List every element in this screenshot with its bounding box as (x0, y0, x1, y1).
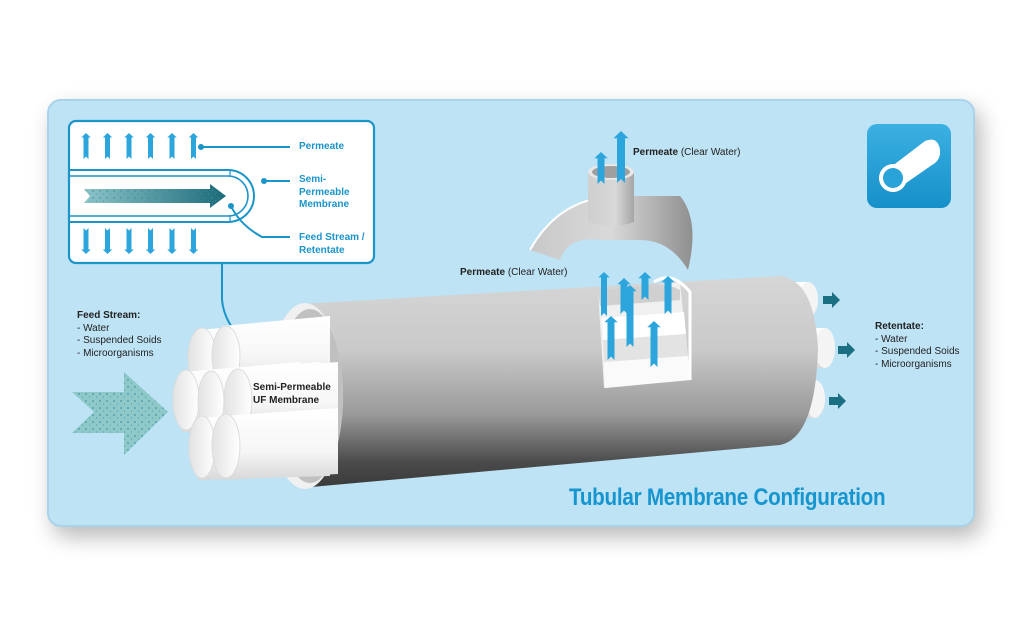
inset-box (67, 119, 376, 346)
permeate-arrow (598, 272, 610, 316)
inset-permeate-arrows (81, 133, 199, 159)
feed-stream-item: - Microorganisms (77, 347, 154, 359)
retentate-arrow (829, 393, 846, 409)
permeate-up-arrow (145, 133, 156, 159)
permeate-arrow (647, 321, 661, 367)
retentate-flow-arrows (823, 292, 855, 409)
inset-retentate-arrows (81, 228, 199, 254)
permeate-arrow (604, 316, 618, 360)
permeate-mid-bold: Permeate (460, 267, 506, 278)
retentate-item: - Microorganisms (875, 358, 952, 370)
retentate-down-arrow (167, 228, 177, 254)
inset-feed-arrow (84, 184, 226, 208)
inset-feed-label-line1: Feed Stream / (299, 232, 365, 243)
inset-membrane-label-line1: Semi- (299, 174, 327, 185)
inset-feed-label-line2: Retentate (299, 244, 345, 256)
retentate-down-arrow (145, 228, 156, 254)
membrane-label-line1: Semi-Permeable (253, 382, 331, 393)
retentate-label: Retentate: - Water- Suspended Soids- Mic… (875, 321, 960, 371)
permeate-arrow (594, 152, 608, 184)
feed-stream-item: - Suspended Soids (77, 335, 162, 346)
retentate-arrow (838, 342, 855, 358)
permeate-collector (529, 164, 693, 270)
inset-feed-label: Feed Stream / Retentate (299, 232, 365, 257)
retentate-down-arrow (188, 228, 199, 254)
permeate-up-arrow (167, 133, 177, 159)
permeate-arrow (661, 276, 675, 314)
membrane-label-line2: UF Membrane (253, 394, 320, 406)
permeate-arrow (617, 278, 631, 314)
permeate-flow-arrows (594, 131, 675, 367)
permeate-top-paren: (Clear Water) (680, 147, 741, 158)
retentate-item: - Water (875, 333, 908, 345)
permeate-arrow (613, 131, 629, 183)
diagram-title: Tubular Membrane Configuration (569, 484, 886, 511)
inset-membrane-label: Semi- Permeable Membrane (299, 174, 350, 212)
permeate-up-arrow (124, 133, 134, 159)
inset-membrane-label-line2: Permeable (299, 186, 350, 198)
feed-stream-heading: Feed Stream: (77, 310, 141, 321)
retentate-down-arrow (124, 228, 134, 254)
retentate-down-arrow (81, 228, 91, 254)
membrane-tube-bundle (172, 316, 338, 480)
tube-icon (867, 124, 951, 208)
permeate-top-label: Permeate (Clear Water) (633, 147, 740, 160)
retentate-heading: Retentate: (875, 321, 924, 332)
inset-permeate-label: Permeate (299, 141, 345, 152)
retentate-down-arrow (102, 228, 113, 254)
permeate-mid-paren: (Clear Water) (507, 267, 568, 278)
retentate-item: - Suspended Soids (875, 346, 960, 357)
permeate-up-arrow (188, 133, 199, 159)
feed-stream-item: - Water (77, 322, 110, 334)
inset-membrane-label-line3: Membrane (299, 199, 350, 210)
retentate-arrow (823, 292, 840, 308)
permeate-mid-label: Permeate (Clear Water) (460, 267, 567, 280)
membrane-label: Semi-Permeable UF Membrane (253, 382, 331, 407)
permeate-top-bold: Permeate (633, 147, 679, 158)
feed-stream-label: Feed Stream: - Water- Suspended Soids- M… (77, 310, 162, 360)
feed-stream-arrow (72, 372, 168, 455)
permeate-up-arrow (81, 133, 91, 159)
permeate-up-arrow (102, 133, 113, 159)
permeate-arrow (638, 272, 652, 300)
